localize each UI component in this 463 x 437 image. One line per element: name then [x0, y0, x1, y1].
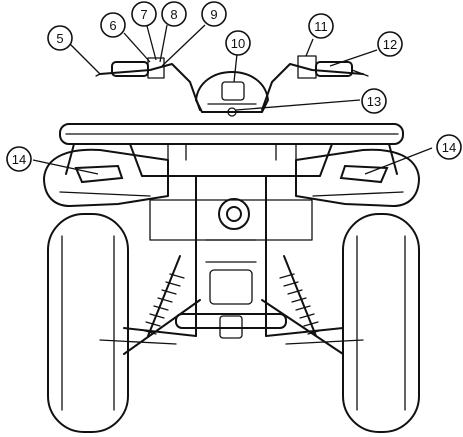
svg-text:10: 10 — [231, 36, 245, 51]
svg-text:14: 14 — [12, 152, 26, 167]
svg-text:6: 6 — [109, 18, 116, 33]
front-suspension — [99, 255, 364, 355]
handlebar — [95, 55, 369, 111]
callout-5: 5 — [47, 25, 73, 51]
callout-13: 13 — [361, 88, 387, 114]
left-shock — [147, 255, 181, 337]
front-bumper — [175, 313, 287, 329]
svg-text:7: 7 — [140, 7, 147, 22]
leader-lines — [32, 24, 433, 175]
svg-text:9: 9 — [210, 7, 217, 22]
callout-8: 8 — [161, 1, 187, 27]
callout-11: 11 — [308, 13, 334, 39]
svg-text:11: 11 — [314, 19, 328, 34]
callout-14-left: 14 — [6, 146, 32, 172]
svg-text:13: 13 — [367, 94, 381, 109]
front-body — [43, 148, 420, 207]
right-front-tire — [342, 213, 420, 433]
callout-7: 7 — [131, 1, 157, 27]
callout-6: 6 — [100, 12, 126, 38]
callout-14-right: 14 — [436, 134, 462, 160]
instrument-cluster — [195, 71, 269, 117]
right-throttle-housing — [297, 55, 317, 79]
right-shock — [283, 255, 317, 337]
front-frame — [149, 175, 313, 339]
left-grip — [111, 61, 149, 77]
callout-9: 9 — [201, 1, 227, 27]
left-front-tire — [47, 213, 129, 433]
callout-10: 10 — [225, 30, 251, 56]
callout-12: 12 — [377, 31, 403, 57]
center-reflector — [218, 198, 250, 230]
svg-text:14: 14 — [442, 140, 456, 155]
left-headlight — [74, 164, 124, 184]
svg-text:12: 12 — [383, 37, 397, 52]
svg-text:8: 8 — [170, 7, 177, 22]
svg-text:5: 5 — [56, 31, 63, 46]
